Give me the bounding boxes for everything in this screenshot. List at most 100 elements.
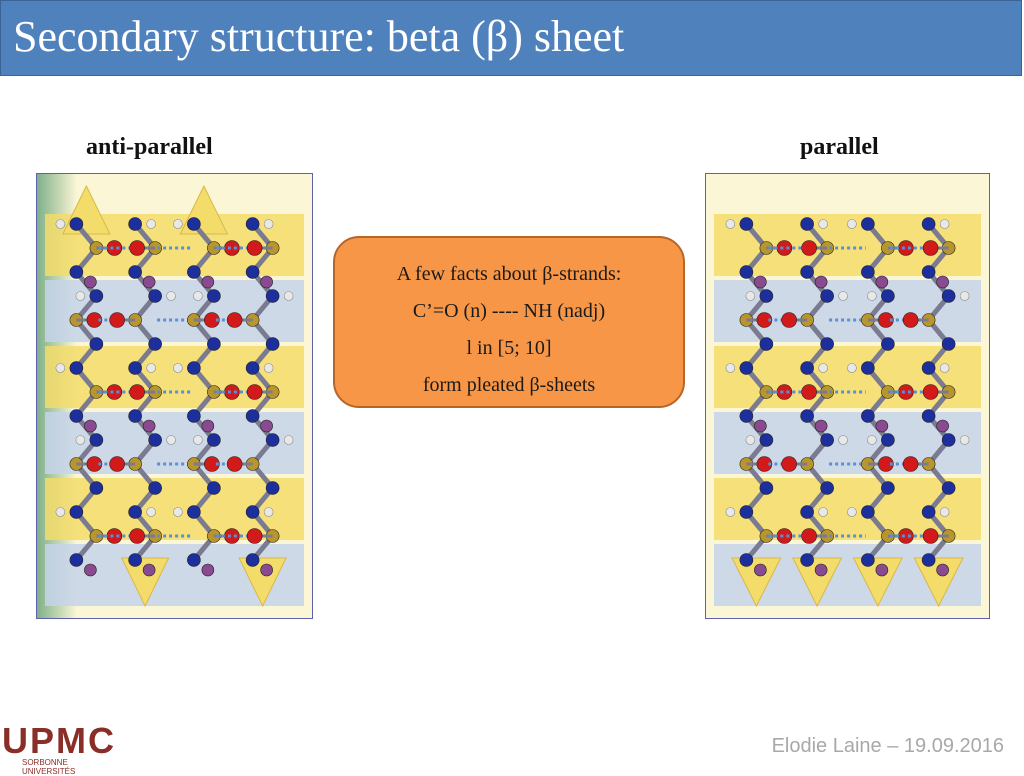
backbone-atom <box>128 409 142 423</box>
facts-line-1: A few facts about β-strands: <box>396 263 622 285</box>
hydrogen-atom <box>867 291 877 301</box>
oxygen-atom <box>86 312 103 328</box>
hydrogen-atom <box>55 363 66 373</box>
backbone-atom <box>69 409 84 423</box>
facts-line-3: l in [5; 10] <box>466 337 552 359</box>
oxygen-atom <box>902 312 919 328</box>
side-chain <box>814 563 828 577</box>
side-chain <box>260 419 273 433</box>
strand-arrow-down <box>731 557 782 608</box>
backbone-atom <box>861 265 875 279</box>
backbone-atom <box>800 409 814 423</box>
oxygen-atom <box>776 528 793 544</box>
oxygen-atom <box>776 384 793 400</box>
oxygen-atom <box>922 384 939 400</box>
hydrogen-atom <box>75 291 86 301</box>
backbone-atom <box>861 553 875 567</box>
backbone-atom <box>187 409 201 423</box>
backbone-atom <box>69 361 84 375</box>
side-chain <box>201 563 215 577</box>
backbone-atom <box>941 337 956 351</box>
backbone-atom <box>265 289 280 303</box>
oxygen-atom <box>898 240 914 256</box>
side-chain <box>814 275 828 289</box>
backbone-atom <box>881 481 895 495</box>
hydrogen-atom <box>283 291 294 301</box>
hydrogen-atom <box>725 363 736 373</box>
side-chain <box>754 563 767 577</box>
backbone-atom <box>69 553 84 567</box>
backbone-atom <box>820 433 834 447</box>
backbone-atom <box>800 265 814 279</box>
hydrogen-atom <box>867 435 877 445</box>
backbone-atom <box>128 505 142 519</box>
backbone-atom <box>861 409 875 423</box>
side-chain <box>84 419 97 433</box>
hydrogen-atom <box>55 507 66 517</box>
logo-mark: UPMC <box>2 720 116 761</box>
oxygen-atom <box>224 240 240 256</box>
backbone-atom <box>187 265 201 279</box>
backbone-atom <box>245 265 260 279</box>
backbone-atom <box>89 289 104 303</box>
oxygen-atom <box>898 384 914 400</box>
oxygen-atom <box>109 312 125 328</box>
backbone-atom <box>739 361 754 375</box>
hydrogen-atom <box>166 291 176 301</box>
side-chain <box>201 419 215 433</box>
hydrogen-atom <box>725 507 736 517</box>
backbone-atom <box>759 481 774 495</box>
oxygen-atom <box>801 528 817 544</box>
backbone-atom <box>187 553 201 567</box>
hydrogen-atom <box>263 219 274 229</box>
backbone-atom <box>89 337 104 351</box>
oxygen-atom <box>756 312 773 328</box>
oxygen-atom <box>129 240 145 256</box>
backbone-atom <box>800 553 814 567</box>
oxygen-atom <box>801 240 817 256</box>
backbone-atom <box>187 361 201 375</box>
oxygen-atom <box>246 384 263 400</box>
side-chain <box>875 419 889 433</box>
oxygen-atom <box>129 384 145 400</box>
hydrogen-atom <box>838 435 848 445</box>
backbone-atom <box>245 505 260 519</box>
side-chain <box>84 275 97 289</box>
hydrogen-atom <box>173 507 183 517</box>
side-chain <box>142 419 156 433</box>
anti-parallel-sheet-figure <box>36 173 313 619</box>
backbone-atom <box>148 289 162 303</box>
backbone-atom <box>800 361 814 375</box>
hydrogen-atom <box>75 435 86 445</box>
backbone-atom <box>759 289 774 303</box>
backbone-atom <box>69 265 84 279</box>
oxygen-atom <box>801 384 817 400</box>
logo-subtitle: SORBONNE UNIVERSITÉS <box>22 758 76 776</box>
hydrogen-atom <box>939 363 950 373</box>
hydrogen-atom <box>725 219 736 229</box>
backbone-atom <box>820 481 834 495</box>
hydrogen-atom <box>146 219 156 229</box>
backbone-atom <box>245 553 260 567</box>
side-chain <box>875 563 889 577</box>
hydrogen-atom <box>847 219 857 229</box>
oxygen-atom <box>204 312 220 328</box>
strand-arrow-down <box>792 557 843 608</box>
oxygen-atom <box>106 384 123 400</box>
oxygen-atom <box>106 528 123 544</box>
backbone-atom <box>245 217 260 231</box>
oxygen-atom <box>878 456 894 472</box>
strand-arrow-down <box>120 557 170 608</box>
footer-author-date: Elodie Laine – 19.09.2016 <box>771 735 1004 757</box>
oxygen-atom <box>224 384 240 400</box>
backbone-atom <box>69 217 84 231</box>
backbone-atom <box>759 337 774 351</box>
backbone-atom <box>800 217 814 231</box>
hydrogen-atom <box>263 363 274 373</box>
oxygen-atom <box>226 456 243 472</box>
slide-title: Secondary structure: beta (β) sheet <box>13 12 625 61</box>
side-chain <box>754 419 767 433</box>
upmc-logo: UPMC SORBONNE UNIVERSITÉS <box>2 720 122 776</box>
side-chain <box>260 563 273 577</box>
backbone-atom <box>800 505 814 519</box>
